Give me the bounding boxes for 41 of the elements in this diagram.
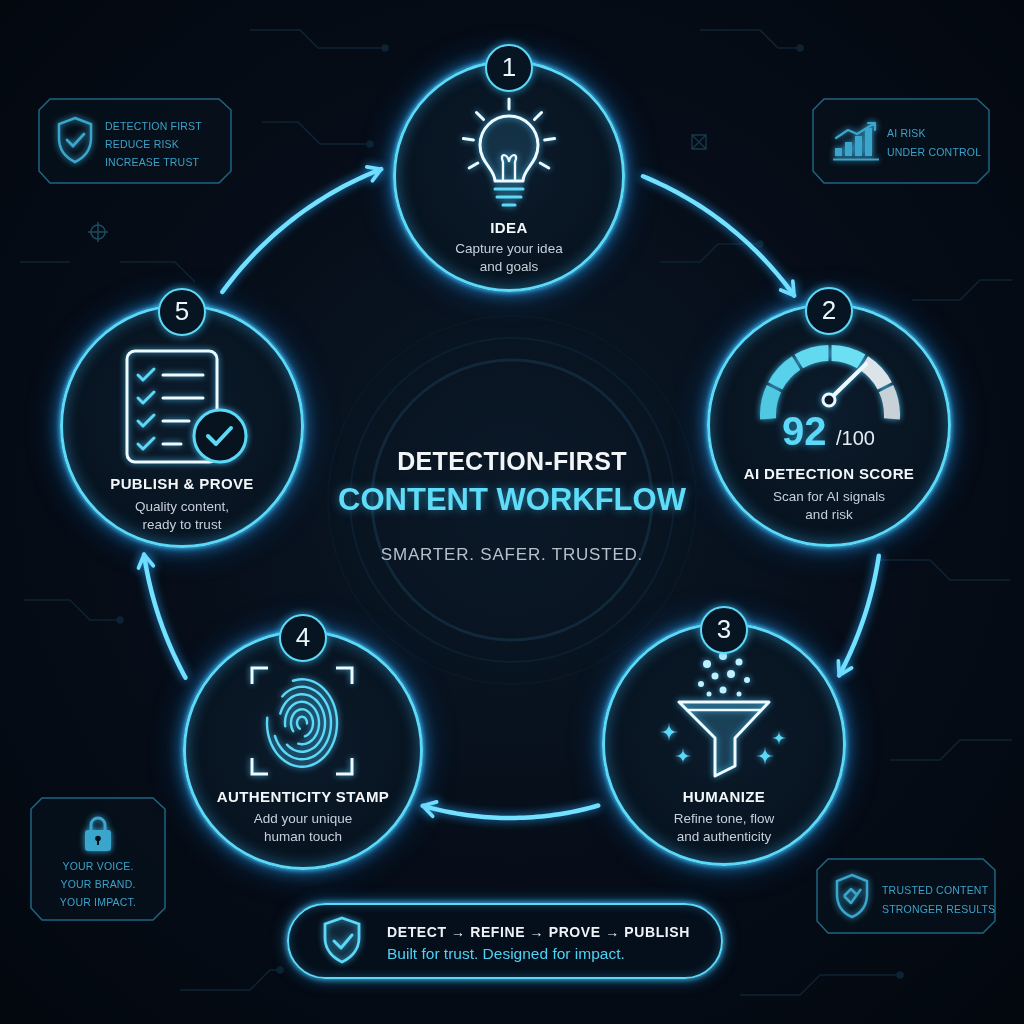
step-description: Quality content, ready to trust	[134, 498, 230, 534]
card-text: AI RISK	[887, 126, 926, 141]
step-number: 2	[805, 287, 853, 335]
title: DETECTION-FIRST CONTENT WORKFLOW	[338, 446, 686, 519]
step-description: Refine tone, flow and authenticity	[672, 810, 776, 846]
card-text: STRONGER RESULTS	[882, 902, 996, 917]
step-description: Add your unique human touch	[252, 810, 354, 846]
card-text: YOUR IMPACT.	[59, 895, 137, 910]
step-title: AI DETECTION SCORE	[743, 465, 915, 483]
card-text: YOUR VOICE.	[62, 859, 134, 874]
info-card	[30, 797, 166, 921]
score-value: 92	[782, 410, 827, 452]
step-number: 4	[279, 614, 327, 662]
info-card	[812, 98, 990, 184]
step-title: IDEA	[490, 219, 528, 237]
card-text: REDUCE RISK	[105, 137, 179, 152]
step-number: 3	[700, 606, 748, 654]
card-text: INCREASE TRUST	[105, 155, 200, 170]
step-title: HUMANIZE	[682, 788, 766, 806]
step-title: PUBLISH & PROVE	[110, 475, 254, 493]
score-total: /100	[836, 427, 875, 449]
flow-arrow	[836, 553, 882, 678]
tagline: SMARTER. SAFER. TRUSTED.	[380, 544, 644, 566]
step-number: 5	[158, 288, 206, 336]
slogan: Built for trust. Designed for impact.	[387, 944, 625, 964]
info-card	[38, 98, 232, 184]
flow-arrow	[640, 174, 797, 298]
card-text: YOUR BRAND.	[60, 877, 136, 892]
card-text: DETECTION FIRST	[105, 119, 202, 134]
card-text: TRUSTED CONTENT	[882, 883, 989, 898]
card-text: UNDER CONTROL	[887, 145, 982, 160]
flow-arrow	[136, 552, 188, 680]
flow-arrow	[220, 165, 384, 295]
flow-arrow	[420, 800, 601, 821]
tagline-banner	[287, 903, 723, 979]
info-card	[816, 858, 996, 934]
process-steps: DETECT → REFINE → PROVE → PUBLISH	[387, 922, 690, 942]
step-description: Capture your idea and goals	[454, 240, 564, 276]
step-title: AUTHENTICITY STAMP	[216, 788, 390, 806]
step-description: Scan for AI signals and risk	[772, 488, 886, 524]
step-number: 1	[485, 44, 533, 92]
